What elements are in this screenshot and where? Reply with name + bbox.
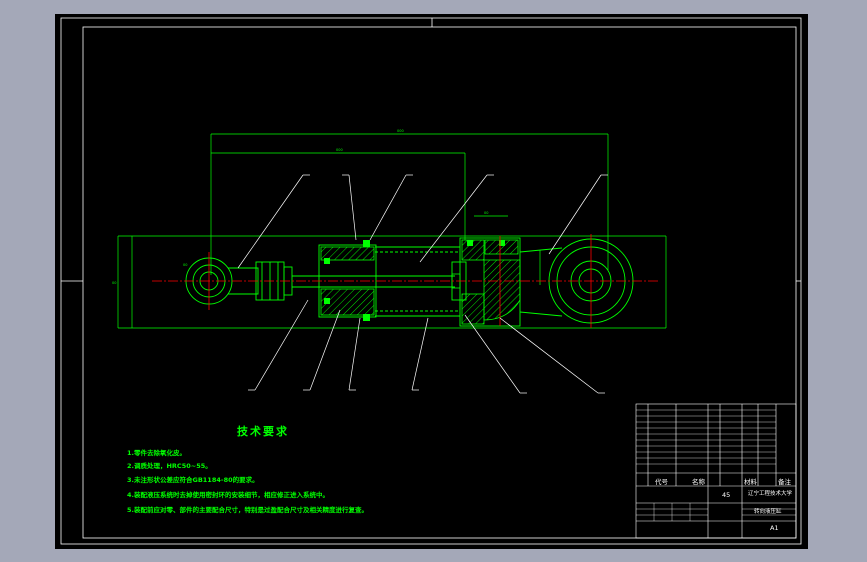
dimension-lines — [117, 133, 667, 329]
title-block-sheet: A1 — [770, 524, 779, 532]
title-block-rows — [636, 409, 796, 521]
title-block-material-header: 材料 — [744, 478, 757, 486]
title-block — [635, 403, 797, 539]
drawing-sheet — [55, 14, 808, 549]
tech-req-title: 技术要求 — [237, 425, 289, 438]
tech-req-item-3: 3.未注形状公差应符合GB1184-80的要求。 — [127, 476, 259, 484]
tech-req-item-4: 4.装配液压系统时去掉使用密封环的安装细节，相应修正进入系统中。 — [127, 491, 329, 499]
title-block-scale: 45 — [722, 491, 731, 499]
svg-text:00: 00 — [484, 211, 488, 215]
title-block-note-header: 备注 — [778, 478, 791, 486]
title-block-school: 辽宁工程技术大学 — [748, 491, 793, 497]
svg-text:000: 000 — [397, 129, 404, 133]
dimension-texts: 000 000 00 00 00 — [112, 129, 488, 285]
tech-req-item-2: 2.调质处理，HRC50~55。 — [127, 462, 212, 470]
hatched-sections — [320, 239, 521, 325]
inner-frame — [82, 26, 797, 539]
title-block-drawing-name: 转向液压缸 — [754, 509, 782, 515]
center-cross-marks — [208, 234, 592, 328]
centering-marks — [61, 18, 801, 282]
svg-text:000: 000 — [336, 148, 343, 152]
part-leaders — [237, 174, 608, 394]
tech-req-item-5: 5.装配前应对零、部件的主要配合尺寸，特别是过盈配合尺寸及相关精度进行复查。 — [127, 506, 368, 514]
svg-text:00: 00 — [112, 281, 116, 285]
tech-req-item-1: 1.零件去除氧化皮。 — [127, 449, 186, 457]
svg-text:00: 00 — [183, 263, 187, 267]
title-block-code-header: 代号 — [655, 478, 668, 486]
title-block-name-header: 名称 — [692, 478, 705, 486]
